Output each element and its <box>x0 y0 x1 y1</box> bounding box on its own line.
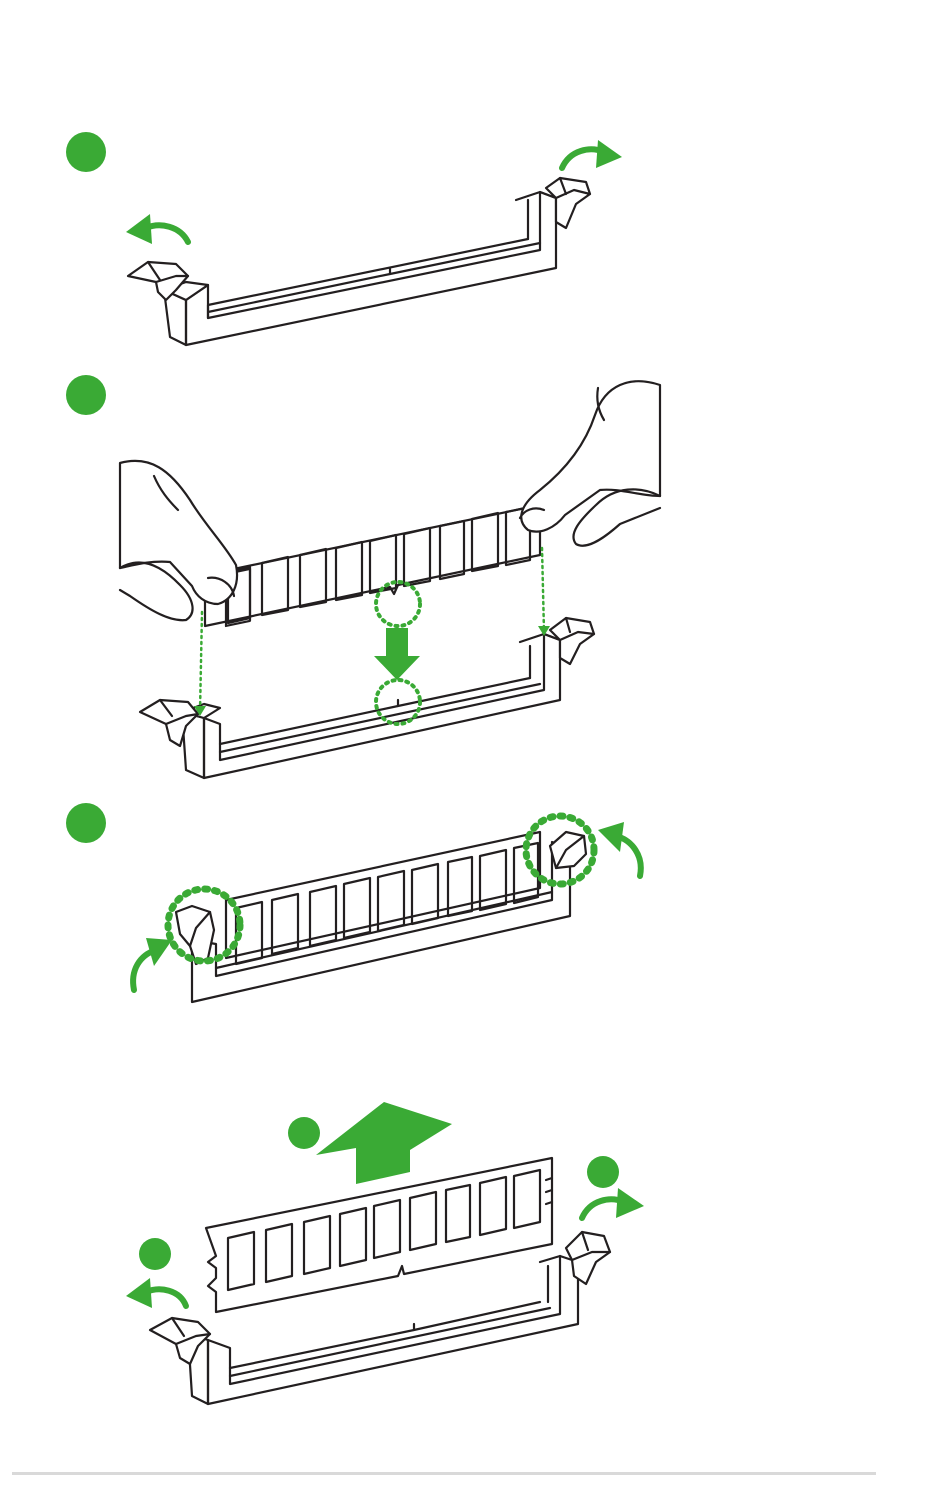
curved-arrow-icon <box>562 140 622 168</box>
step-3 <box>66 803 641 1002</box>
memory-module-icon <box>206 1158 552 1312</box>
curved-arrow-icon <box>126 1278 186 1308</box>
remove-marker-3 <box>139 1238 171 1270</box>
latch-icon <box>140 700 198 746</box>
curved-arrow-icon <box>126 214 188 244</box>
step-2-marker <box>66 375 106 415</box>
footer-divider <box>12 1472 876 1475</box>
step-3-marker <box>66 803 106 843</box>
step-1 <box>66 132 622 345</box>
remove-marker-1 <box>288 1117 320 1149</box>
memory-slot-icon <box>164 192 556 345</box>
memory-module-icon <box>205 505 540 626</box>
hand-icon <box>120 461 237 620</box>
alignment-guide <box>542 548 544 632</box>
curved-arrow-icon <box>598 822 641 876</box>
latch-icon <box>550 832 586 868</box>
remove-step <box>126 1098 644 1404</box>
curved-arrow-icon <box>133 938 172 990</box>
curved-arrow-icon <box>582 1188 644 1218</box>
up-arrow-icon <box>316 1098 452 1184</box>
remove-marker-2 <box>587 1156 619 1188</box>
hand-icon <box>520 381 660 546</box>
alignment-guide <box>200 612 202 712</box>
memory-slot-icon <box>182 634 560 778</box>
down-arrow-icon <box>374 628 420 680</box>
latch-icon <box>150 1318 210 1364</box>
notch-highlight <box>376 582 420 626</box>
step-1-marker <box>66 132 106 172</box>
step-2 <box>66 375 660 778</box>
